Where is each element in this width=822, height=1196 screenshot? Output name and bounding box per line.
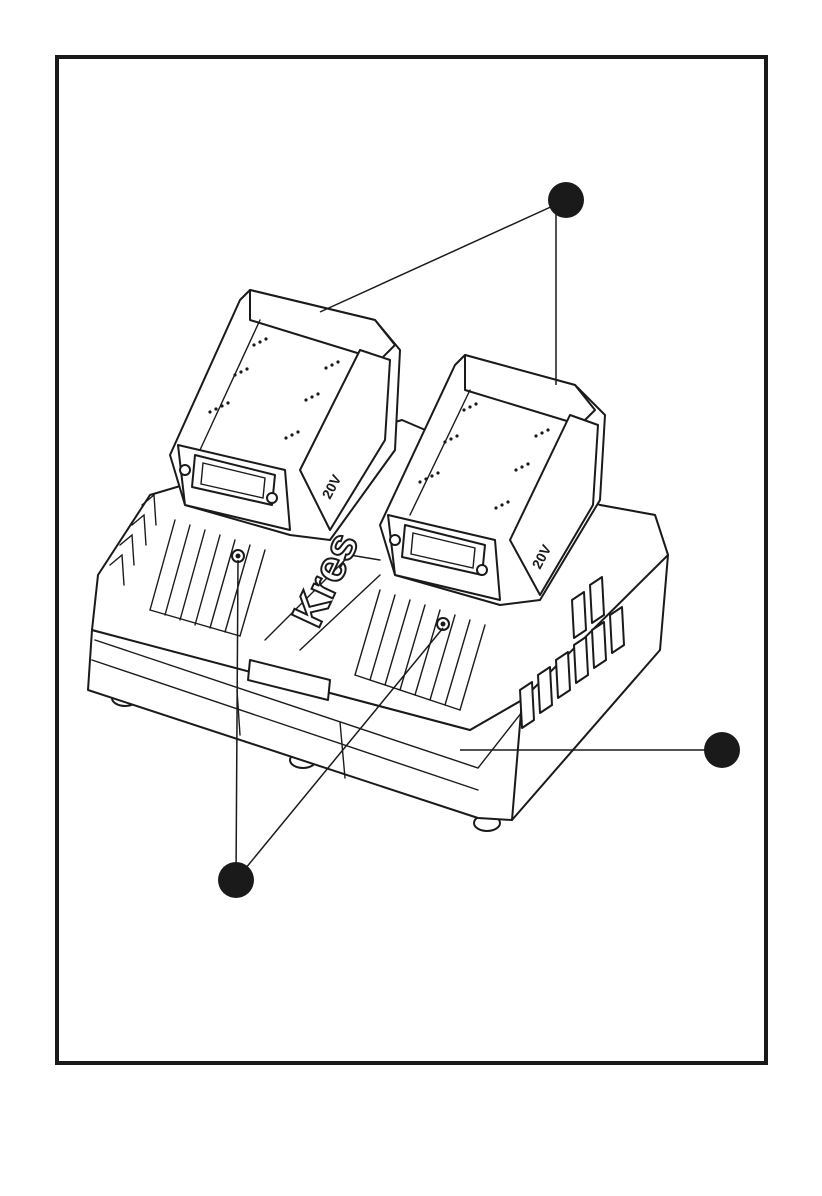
callout-charger-body <box>704 732 740 768</box>
callout-battery-packs <box>548 182 584 218</box>
callout-led-indicators <box>218 862 254 898</box>
